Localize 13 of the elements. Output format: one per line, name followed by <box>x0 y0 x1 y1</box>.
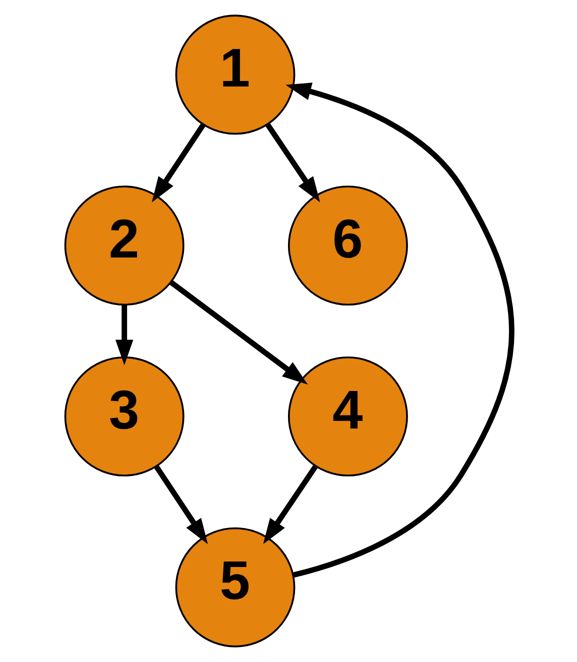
node-circle: 4 <box>288 356 408 476</box>
arrow <box>115 304 134 366</box>
node-circle: 1 <box>175 14 296 135</box>
arrow <box>263 465 318 544</box>
arrow <box>152 123 206 202</box>
arrow <box>154 465 208 544</box>
arrow <box>286 82 514 578</box>
node-circle: 5 <box>175 527 296 648</box>
node-circle: 2 <box>64 186 184 306</box>
node-circle: 6 <box>288 186 408 306</box>
arrow <box>266 123 320 202</box>
arrow <box>170 280 308 385</box>
node-circle: 3 <box>64 356 184 476</box>
